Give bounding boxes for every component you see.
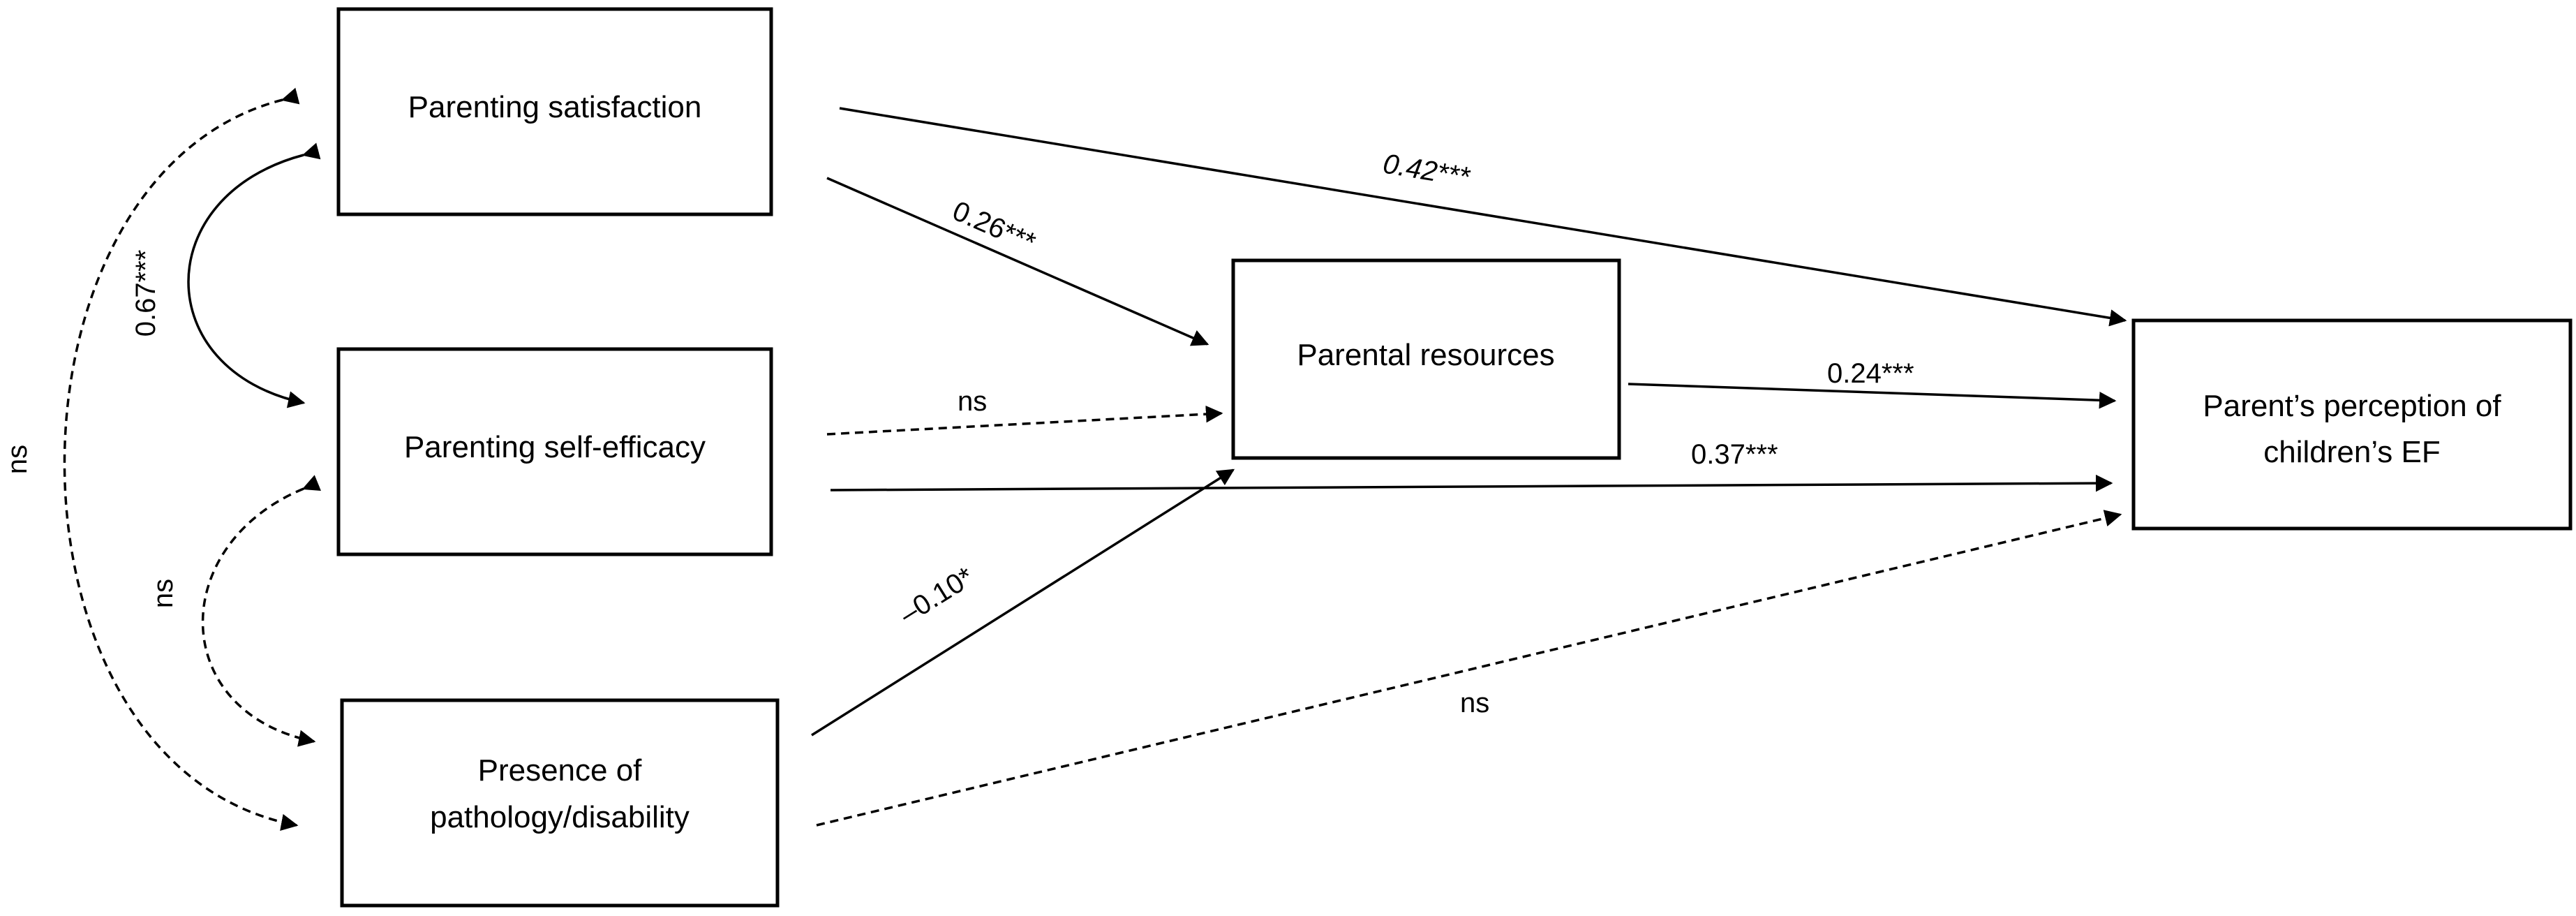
path-satisfaction-to-resources bbox=[826, 177, 1209, 346]
node-presence-of-pathology: Presence of pathology/disability bbox=[340, 698, 780, 908]
cov-satisfaction-selfefficacy bbox=[187, 142, 321, 408]
node-parenting-self-efficacy: Parenting self-efficacy bbox=[336, 347, 773, 556]
path-pathology-to-perception bbox=[816, 510, 2122, 827]
node-parenting-satisfaction: Parenting satisfaction bbox=[336, 7, 773, 216]
node-label: Parenting satisfaction bbox=[408, 90, 702, 124]
cov-satisfaction-pathology bbox=[63, 87, 300, 831]
coef-satisfaction-to-resources: 0.26*** bbox=[948, 195, 1040, 258]
node-label-line-2: children’s EF bbox=[2263, 435, 2441, 469]
coef-satisfaction-to-perception: 0.42*** bbox=[1381, 148, 1473, 193]
coef-pathology-to-resources: –0.10* bbox=[894, 561, 978, 630]
coef-pathology-to-perception: ns bbox=[1460, 688, 1489, 718]
node-parental-resources: Parental resources bbox=[1231, 258, 1621, 460]
coef-resources-to-perception: 0.24*** bbox=[1827, 358, 1914, 389]
cov-selfefficacy-pathology bbox=[201, 475, 322, 747]
coef-cov-satisfaction-selfefficacy: 0.67*** bbox=[131, 250, 161, 337]
node-label-line-1: Presence of bbox=[478, 753, 643, 788]
node-label: Parenting self-efficacy bbox=[404, 430, 706, 464]
path-pathology-to-resources bbox=[811, 468, 1235, 737]
path-selfefficacy-to-resources bbox=[826, 405, 1223, 436]
coef-cov-selfefficacy-pathology: ns bbox=[148, 579, 179, 608]
node-label-line-2: pathology/disability bbox=[430, 800, 690, 834]
coef-selfefficacy-to-perception: 0.37*** bbox=[1691, 439, 1778, 470]
coef-cov-satisfaction-pathology: ns bbox=[2, 445, 33, 474]
node-perception-ef: Parent’s perception of children’s EF bbox=[2131, 318, 2573, 531]
path-selfefficacy-to-perception bbox=[830, 474, 2113, 492]
coef-selfefficacy-to-resources: ns bbox=[958, 386, 987, 417]
path-resources-to-perception bbox=[1628, 383, 2117, 409]
node-label: Parental resources bbox=[1297, 338, 1554, 372]
path-satisfaction-to-perception bbox=[839, 107, 2127, 327]
node-label-line-1: Parent’s perception of bbox=[2203, 389, 2501, 423]
